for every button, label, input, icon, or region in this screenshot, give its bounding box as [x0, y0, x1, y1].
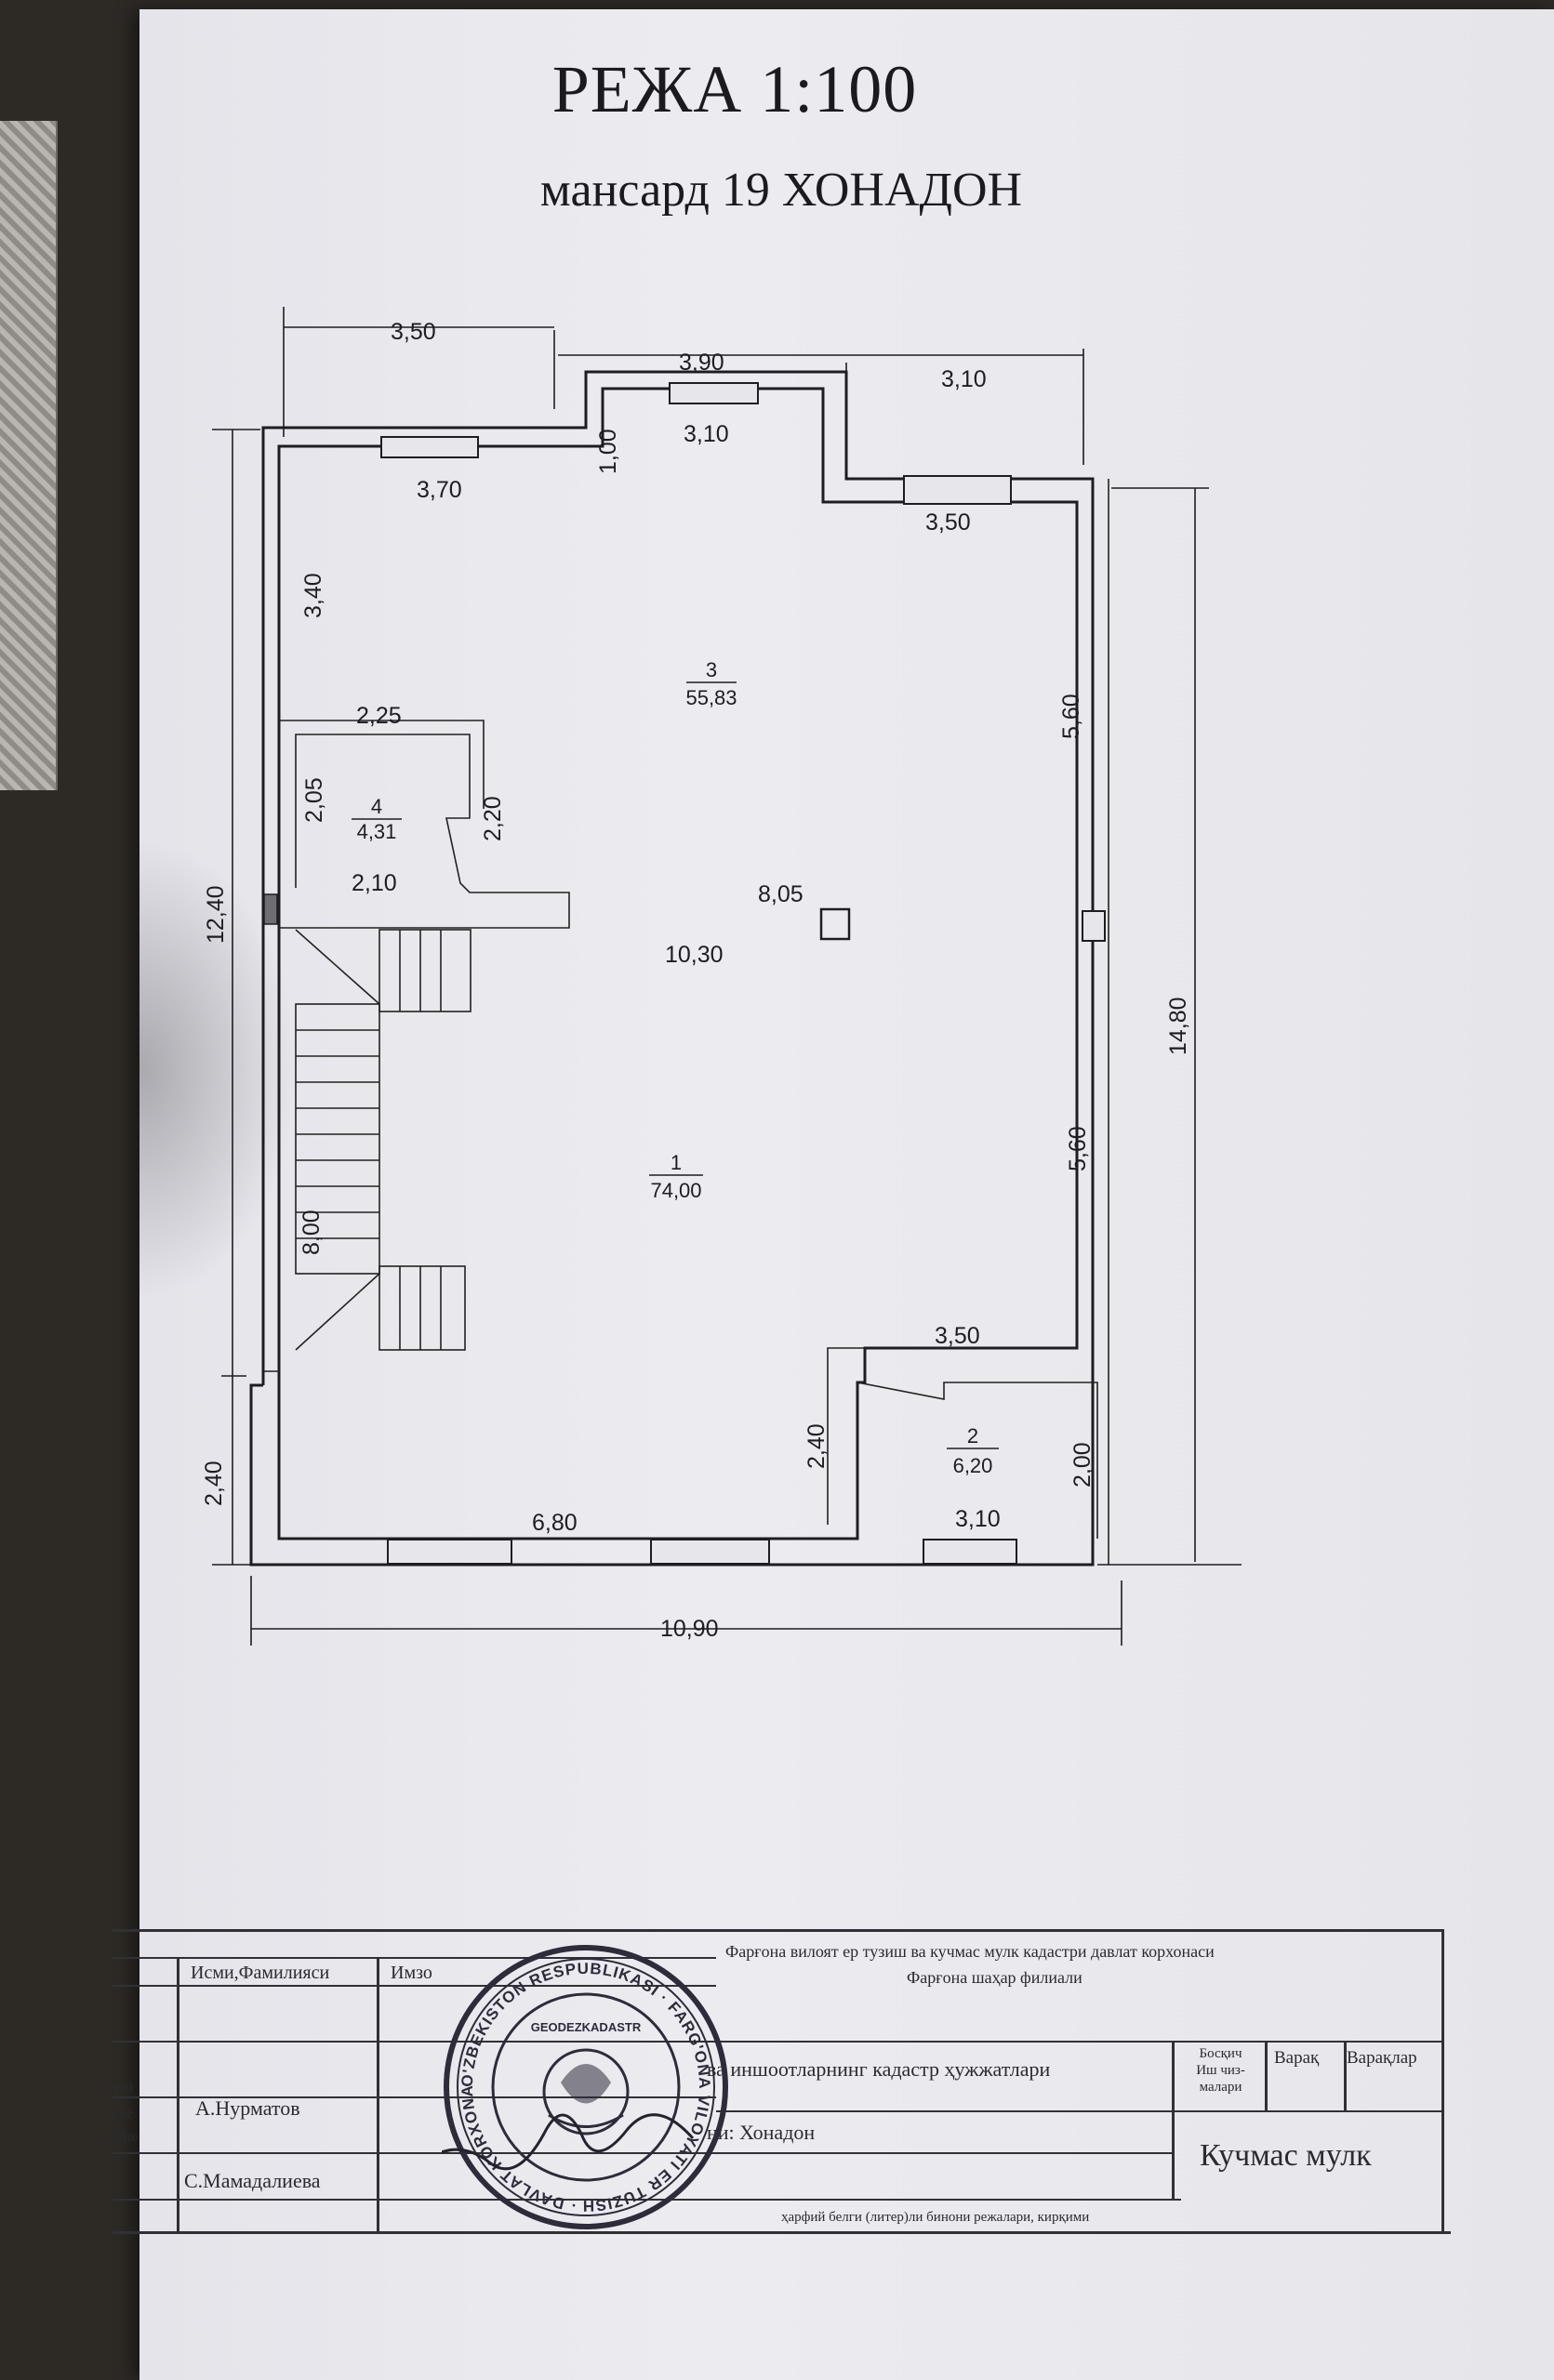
dim-inner-a: 8,05 — [758, 881, 804, 907]
svg-text:4,31: 4,31 — [357, 820, 397, 843]
dim-right-top-wall: 3,50 — [925, 509, 971, 536]
tb-right-col-line — [1172, 2041, 1175, 2199]
dim-room2-top: 3,50 — [935, 1323, 980, 1349]
tb-col-name: Исми,Фамилияси — [191, 1963, 330, 1983]
tb-person-2: С.Мамадалиева — [184, 2169, 321, 2192]
dim-total-right: 14,80 — [1165, 997, 1191, 1055]
room2-partition — [827, 1347, 870, 1525]
tb-top-line — [112, 1929, 1441, 1932]
tb-bottom-line — [112, 2231, 1451, 2234]
dim-room2-left: 2,40 — [804, 1423, 830, 1469]
room4-partition — [279, 734, 570, 929]
dim-room2-right: 2,00 — [1069, 1442, 1096, 1488]
dim-right-lower: 5,60 — [1065, 1126, 1091, 1171]
staircase — [263, 893, 472, 1351]
tb-col-stage: Босқич Иш чиз- малари — [1196, 2046, 1245, 2095]
svg-text:1: 1 — [671, 1151, 682, 1174]
dim-top-left: 3,50 — [391, 319, 436, 345]
dim-notch-depth: 1,00 — [595, 429, 621, 474]
tb-row-line-4 — [112, 2096, 716, 2098]
window-top-left — [380, 436, 479, 458]
dim-room4-right: 2,20 — [480, 796, 506, 841]
tb-person-1: А.Нурматов — [195, 2096, 300, 2120]
plan-subtitle: мансард 19 ХОНАДОН — [539, 164, 1023, 217]
outer-wall — [249, 370, 1095, 1567]
dim-room2-bottom: 3,10 — [955, 1506, 1001, 1532]
window-bottom-3 — [923, 1539, 1017, 1565]
tb-doc-title: ва иншоотларнинг кадастр ҳужжатлари — [707, 2057, 1051, 2081]
dim-left-upper: 3,40 — [300, 573, 326, 618]
plan-title: РЕЖА 1:100 — [551, 52, 918, 126]
svg-text:2: 2 — [967, 1424, 978, 1448]
dim-notch-inner: 3,10 — [684, 421, 729, 447]
dim-stair: 8,00 — [299, 1210, 325, 1255]
tb-mid-line — [716, 2041, 1441, 2043]
tb-row-label-3: ксие — [110, 2129, 139, 2145]
dim-left-top-wall: 3,70 — [417, 477, 462, 503]
tb-col2-line — [377, 1957, 379, 2231]
tb-row-label-1: ичи — [110, 2080, 134, 2096]
tb-org-line1: Фарғона вилоят ер тузиш ва кучмас мулк к… — [725, 1942, 1215, 1961]
room-label-2: 2 6,20 — [947, 1424, 999, 1477]
dim-inner-b: 10,30 — [665, 942, 724, 968]
room2-walls — [857, 1382, 1098, 1539]
room4-partition-inner — [279, 720, 485, 809]
dim-total-left: 12,40 — [203, 885, 229, 944]
dimension-lines — [212, 307, 1242, 1646]
window-bottom-1 — [387, 1539, 512, 1565]
svg-text:6,20: 6,20 — [953, 1454, 993, 1477]
dim-bottom-left: 2,40 — [201, 1461, 227, 1506]
tb-doc-object: ни: Хонадон — [707, 2121, 816, 2144]
tb-row-line-5 — [112, 2152, 716, 2154]
room-label-1: 1 74,00 — [649, 1151, 703, 1202]
tb-row-line-1 — [112, 1957, 716, 1959]
dim-top-right: 3,10 — [941, 366, 987, 392]
window-top-right — [903, 475, 1012, 505]
tb-col1-line — [177, 1957, 179, 2231]
title-block: Исми,Фамилияси Имзо Фарғона вилоят ер ту… — [110, 1929, 1451, 2245]
window-bottom-2 — [650, 1539, 770, 1565]
dim-total-width: 10,90 — [660, 1616, 719, 1642]
tb-org-line2: Фарғона шаҳар филиали — [907, 1968, 1082, 1987]
svg-text:55,83: 55,83 — [685, 686, 737, 709]
tb-col-sheet: Варақ — [1274, 2048, 1320, 2068]
dim-room4-bottom: 2,10 — [352, 870, 397, 896]
tb-col-sheets: Варақлар — [1347, 2048, 1417, 2068]
tb-doc-line — [716, 2110, 1172, 2112]
tb-obj-line — [716, 2152, 1172, 2154]
paper-curl-edge — [0, 121, 58, 790]
window-right — [1082, 910, 1106, 942]
dim-room4-left: 2,05 — [301, 777, 327, 823]
dim-top-mid: 3,90 — [679, 350, 724, 376]
dim-bottom-wall: 6,80 — [532, 1510, 578, 1536]
official-stamp: O'ZBEKISTON RESPUBLIKASI · FARG'ONA VILO… — [442, 1943, 728, 2229]
tb-row-line-3 — [112, 2041, 716, 2043]
tb-row-label-2: ене — [112, 2106, 133, 2122]
tb-row-line-2 — [112, 1985, 716, 1987]
svg-text:74,00: 74,00 — [650, 1179, 701, 1202]
room-label-3: 3 55,83 — [685, 658, 737, 709]
svg-text:GEODEZKADASTR: GEODEZKADASTR — [531, 2020, 642, 2034]
tb-right-row-line — [1172, 2110, 1441, 2112]
tb-right-line — [1441, 1929, 1444, 2234]
tb-col-sign: Имзо — [391, 1963, 432, 1983]
tb-footer-note: ҳарфий белги (литер)ли бинони режалари, … — [781, 2210, 1090, 2225]
svg-text:3: 3 — [706, 658, 717, 681]
tb-property-type: Кучмас мулк — [1200, 2138, 1372, 2173]
tb-sheet-col-line — [1265, 2041, 1268, 2110]
dim-room4-width: 2,25 — [356, 703, 402, 729]
tb-sheets-col-line — [1344, 2041, 1347, 2110]
room-label-4: 4 4,31 — [352, 795, 402, 843]
svg-text:4: 4 — [371, 795, 382, 818]
window-top-mid — [669, 382, 759, 404]
dim-right-upper: 5,60 — [1058, 694, 1084, 739]
column — [819, 907, 851, 941]
